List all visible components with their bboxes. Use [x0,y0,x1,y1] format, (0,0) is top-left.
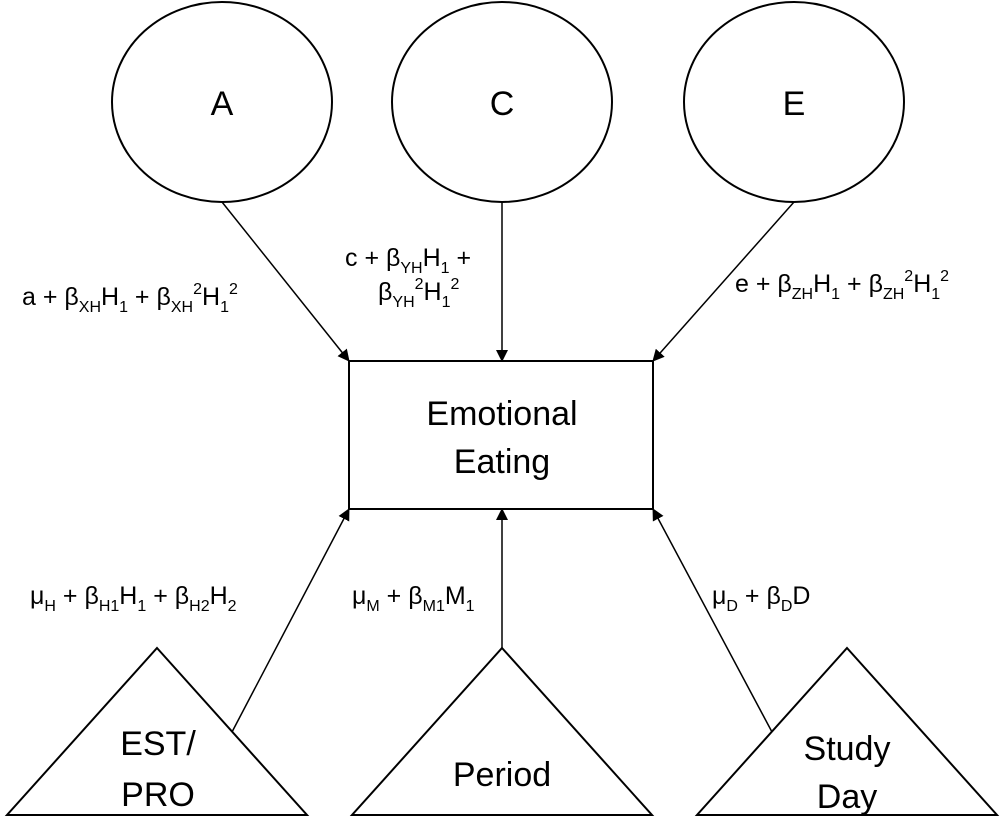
outcome-label-line1: Emotional [426,395,577,433]
latent-a-label: A [211,85,234,123]
est-to-outcome-arrow [231,508,350,733]
latent-c-label: C [490,85,515,123]
a-path-label: a + βXHH1 + βXH2H12 [22,281,238,316]
outcome-label-line2: Eating [454,443,550,481]
emotional-eating-box [348,360,654,510]
e-to-outcome-arrow [652,201,795,362]
c-path-label-line2: βYH2H12 [378,276,460,311]
est-pro-label-line2: PRO [121,776,195,814]
period-label: Period [453,756,551,794]
e-path-label: e + βZHH1 + βZH2H12 [735,268,949,303]
est-path-label: μH + βH1H1 + βH2H2 [30,582,237,615]
a-to-outcome-arrow [221,201,350,362]
latent-e-label: E [783,85,806,123]
day-path-label: μD + βDD [712,582,810,615]
study-day-label-line2: Day [817,778,877,816]
study-day-label-line1: Study [804,730,891,768]
period-path-label: μM + βM1M1 [352,582,475,615]
period-triangle [349,646,655,816]
est-pro-label-line1: EST/ [120,725,196,763]
day-to-outcome-arrow [652,508,773,733]
c-path-label-line1: c + βYHH1 + [345,244,471,277]
